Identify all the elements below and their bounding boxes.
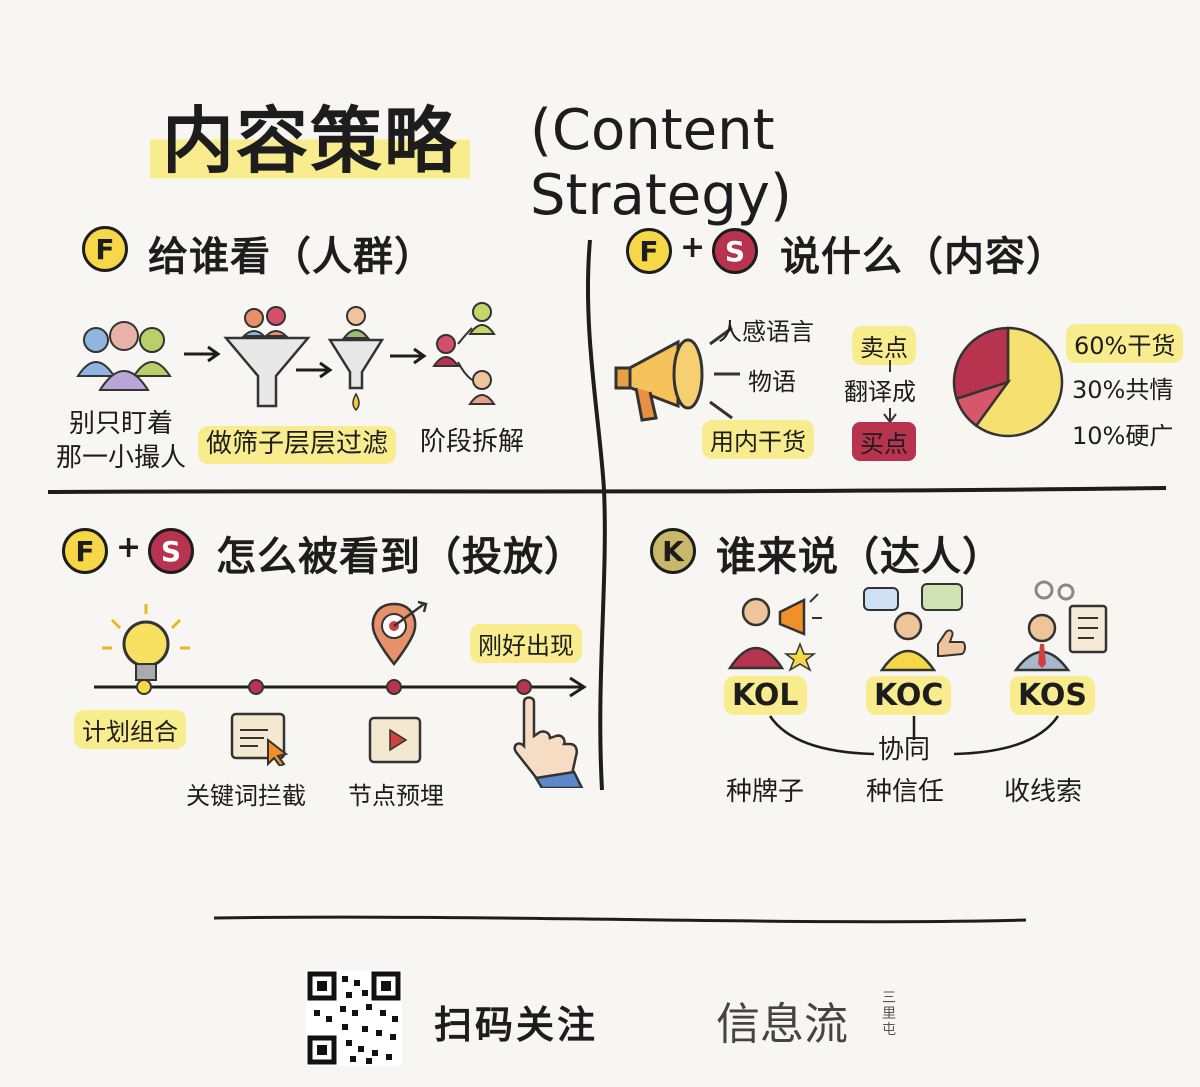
q1-heading: 给谁看（人群）: [148, 234, 435, 280]
q4-heading: 谁来说（达人）: [716, 534, 1003, 580]
role-desc-koc: 种信任: [866, 777, 945, 807]
funnel-small-icon: [327, 306, 385, 412]
badge-s: S: [148, 528, 194, 574]
stage-people-icon: [432, 302, 496, 405]
label-filter: 做筛子层层过滤: [198, 426, 397, 464]
translate-label: 翻译成: [844, 378, 916, 406]
sell-point: 卖点: [852, 326, 916, 365]
scan-follow-label: 扫码关注: [434, 1003, 599, 1047]
q2-heading: 说什么（内容）: [780, 234, 1067, 280]
badge-f: F: [626, 228, 672, 274]
mega-label-3: 用内干货: [702, 420, 814, 459]
badge-s: S: [712, 228, 758, 274]
role-desc-kol: 种牌子: [726, 777, 805, 807]
megaphone-icon: [614, 326, 740, 422]
q3-heading: 怎么被看到（投放）: [216, 534, 585, 580]
kos-icon: [1013, 580, 1108, 672]
funnel-icon: [223, 306, 311, 408]
title-en: (Content Strategy): [530, 98, 792, 228]
badge-f: F: [82, 226, 128, 272]
role-kos: KOS: [1010, 676, 1096, 715]
arrow-icon: [184, 345, 221, 363]
timeline: [94, 676, 587, 698]
pie-chart: [952, 326, 1064, 438]
badge-k: K: [650, 528, 696, 574]
kol-icon: [727, 593, 822, 672]
pie-slice: [952, 326, 1010, 401]
mega-label-2: 物语: [748, 368, 796, 396]
role-kol: KOL: [724, 676, 807, 715]
pointing-hand-icon: [513, 696, 584, 788]
target-pin-icon: [371, 600, 428, 667]
label-split: 阶段拆解: [420, 427, 525, 457]
role-koc: KOC: [866, 676, 952, 715]
plan-label: 计划组合: [74, 710, 186, 749]
video-player-icon: [368, 716, 422, 764]
plus-sign: +: [116, 530, 142, 565]
buy-point: 买点: [852, 422, 916, 461]
label-crowd: 别只盯着 那一小撮人: [56, 409, 187, 473]
qr-code: [306, 970, 402, 1066]
node-label: 节点预埋: [348, 782, 444, 810]
title: 内容策略 (Content Strategy): [150, 70, 1050, 228]
mega-label-1: 人感语言: [718, 318, 814, 346]
appear-label: 刚好出现: [470, 624, 582, 663]
badge-f: F: [62, 528, 108, 574]
brand-name: 信息流: [716, 999, 848, 1050]
pie-label-1: 60%干货: [1066, 324, 1184, 363]
pie-slice: [974, 326, 1064, 438]
synergy-label: 协同: [878, 735, 931, 765]
synergy-connector: [768, 715, 1060, 756]
pie-label-2: 30%共情: [1072, 376, 1174, 404]
pie-label-3: 10%硬广: [1072, 422, 1174, 450]
arrow-icon: [390, 347, 427, 365]
brand-side: 三里屯: [882, 990, 896, 1038]
plus-sign: +: [680, 230, 706, 265]
koc-icon: [863, 583, 966, 672]
role-desc-kos: 收线索: [1004, 777, 1083, 807]
keyword-label: 关键词拦截: [186, 782, 306, 810]
browser-cursor-icon: [230, 712, 289, 766]
lightbulb-icon: [102, 604, 190, 681]
crowd-icon: [76, 321, 172, 391]
title-zh: 内容策略: [150, 82, 471, 187]
arrow-icon: [296, 361, 333, 379]
